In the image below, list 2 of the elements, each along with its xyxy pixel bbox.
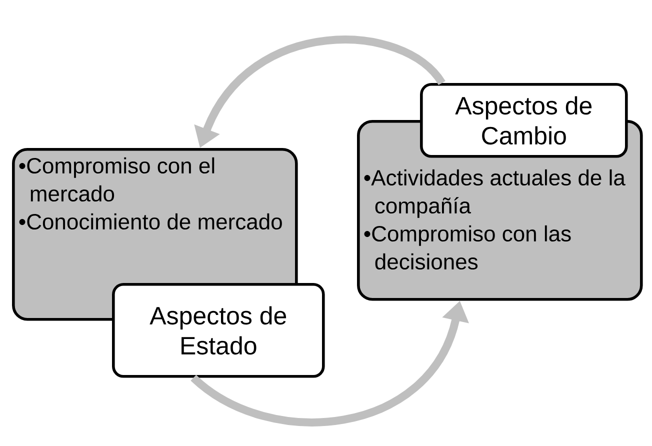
heading-box: Aspectos de Estado: [112, 282, 325, 378]
heading-box: Aspectos de Cambio: [420, 83, 628, 158]
